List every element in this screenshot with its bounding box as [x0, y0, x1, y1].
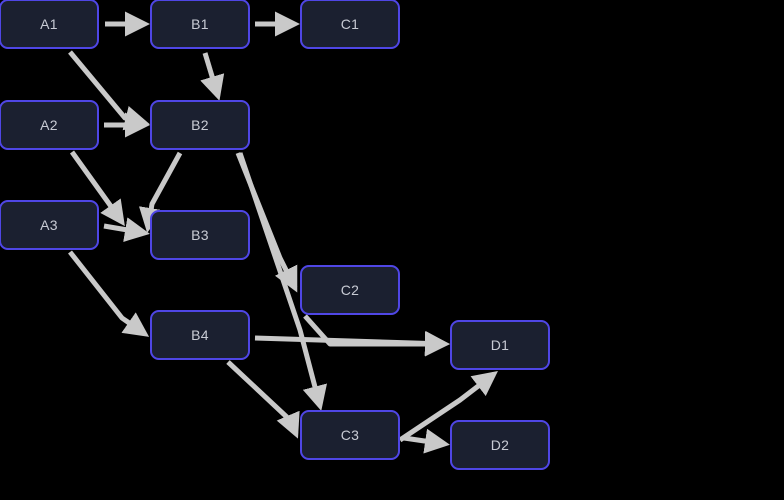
node-label: C3	[340, 427, 360, 443]
node-label: D2	[490, 437, 510, 453]
node-b1[interactable]: B1	[150, 0, 250, 49]
edge-a3-to-b4	[68, 250, 150, 337]
node-label: A1	[40, 16, 58, 32]
node-a2[interactable]: A2	[0, 100, 99, 150]
edge-a2-to-a3	[69, 150, 125, 227]
node-c1[interactable]: C1	[300, 0, 400, 49]
node-a1[interactable]: A1	[0, 0, 99, 49]
edge-b2-to-c3	[237, 152, 327, 411]
edge-b1-to-b2	[200, 52, 225, 101]
node-a3[interactable]: A3	[0, 200, 99, 250]
node-d1[interactable]: D1	[450, 320, 550, 370]
node-label: C1	[340, 16, 360, 32]
node-b4[interactable]: B4	[150, 310, 250, 360]
edge-a3-to-b3	[103, 217, 150, 242]
node-d2[interactable]: D2	[450, 420, 550, 470]
edge-c3-to-d2	[403, 428, 450, 454]
node-c3[interactable]: C3	[300, 410, 400, 460]
node-label: B3	[191, 227, 209, 243]
edge-c3-to-d1	[398, 370, 498, 443]
node-label: C2	[340, 282, 360, 298]
edge-b4-to-c3	[226, 360, 300, 439]
node-label: B2	[191, 117, 209, 133]
node-label: A3	[40, 217, 58, 233]
node-b2[interactable]: B2	[150, 100, 250, 150]
edge-b2-to-b3	[138, 151, 183, 233]
node-b3[interactable]: B3	[150, 210, 250, 260]
node-c2[interactable]: C2	[300, 265, 400, 315]
edge-b4-to-d1	[254, 330, 450, 356]
node-label: A2	[40, 117, 58, 133]
edge-group	[68, 11, 498, 454]
node-label: B1	[191, 16, 209, 32]
node-label: B4	[191, 327, 209, 343]
node-label: D1	[490, 337, 510, 353]
